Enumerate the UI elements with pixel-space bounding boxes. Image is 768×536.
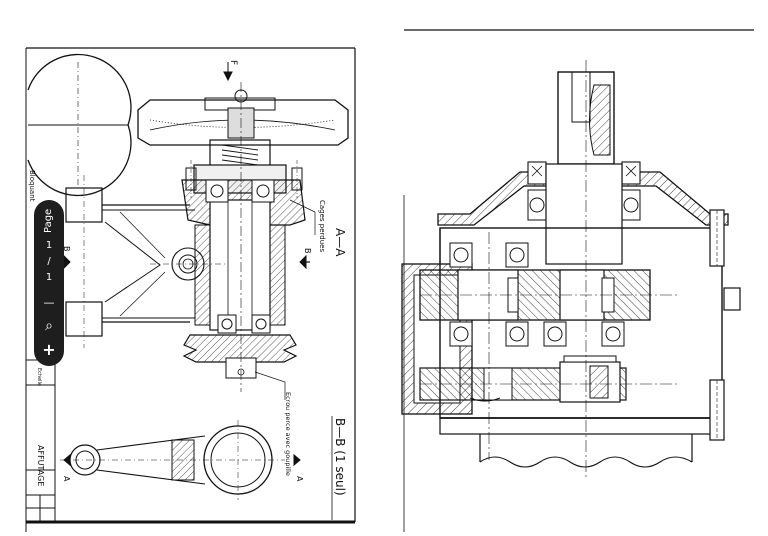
section-b-title: B—B (1 seul) [333, 418, 347, 496]
assembly-drawing: AFFUTAGE Echelle Bloquant F [25, 47, 356, 532]
detail-view-top-left [27, 53, 132, 197]
total-pages: 1 [45, 272, 53, 283]
cut-b-top-label: B [62, 246, 71, 252]
title-block-small-label: Echelle [36, 368, 42, 386]
left-drawing-panel: AFFUTAGE Echelle Bloquant F [0, 0, 370, 532]
force-label: F [228, 60, 238, 65]
gearbox-section-drawing [401, 29, 754, 532]
centerlines [420, 60, 680, 480]
bearing-housing [181, 179, 306, 334]
cages-perdues-callout: Cages perdues [318, 200, 326, 252]
handwheel [137, 89, 349, 146]
right-drawing-panel [380, 0, 768, 532]
support-arm [65, 175, 225, 348]
side-bolts [709, 209, 741, 441]
cut-line-a [63, 453, 301, 467]
gear-train [419, 242, 651, 403]
callout-leaders [254, 199, 316, 400]
title-block-label: AFFUTAGE [36, 445, 45, 486]
cut-a-left-label: A [62, 476, 71, 482]
zoom-out-button[interactable]: — [43, 296, 55, 309]
section-a-title: A—A [333, 228, 347, 257]
housing-bolts [185, 160, 303, 198]
cut-b-right-label: B [303, 248, 312, 254]
current-page-number[interactable]: 1 [45, 240, 53, 251]
page-separator: / [47, 256, 51, 267]
zoom-icon[interactable]: ⌕ [45, 318, 53, 334]
cut-a-right-label: A [295, 476, 304, 482]
bloquant-callout: Bloquant [28, 170, 36, 202]
pulley [182, 334, 298, 379]
connecting-rod-view [60, 420, 285, 500]
page-label: Page [43, 208, 54, 234]
mounting-base [479, 434, 693, 468]
bell-housing [437, 161, 729, 265]
pdf-viewer-toolbar: Page 1 / 1 — ⌕ + [34, 200, 64, 366]
ecrou-callout: Ecrou perce avec goupille [284, 392, 292, 476]
force-arrow [223, 62, 233, 82]
zoom-in-button[interactable]: + [42, 340, 56, 359]
sheet-frame [25, 47, 356, 532]
